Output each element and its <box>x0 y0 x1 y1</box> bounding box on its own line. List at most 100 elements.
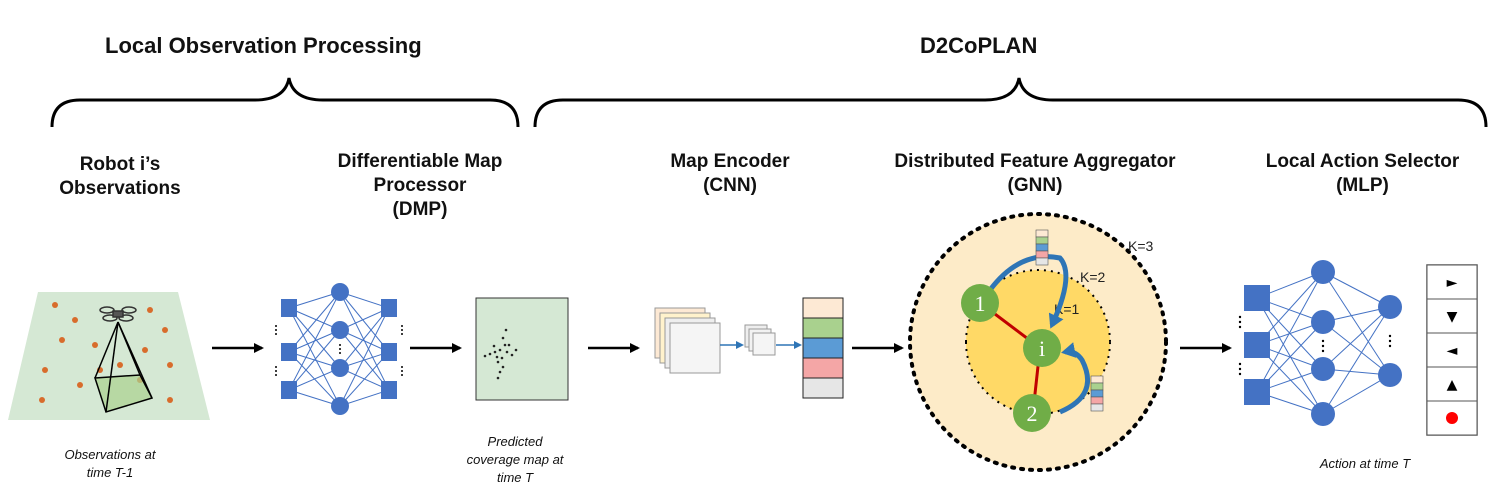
input-node <box>1244 379 1270 405</box>
caption-line: time T <box>496 470 534 485</box>
stage-title-line: (DMP) <box>392 199 448 220</box>
action-cell <box>1426 332 1478 368</box>
ellipsis-dot <box>1321 344 1325 348</box>
node-2 <box>1013 394 1051 432</box>
message-cell <box>1035 236 1049 245</box>
action-cell <box>1426 264 1478 300</box>
ellipsis-dot <box>401 370 403 372</box>
action-symbol: ◄ <box>1447 343 1458 359</box>
message-cell <box>1090 375 1104 384</box>
ellipsis-dot <box>275 374 277 376</box>
ellipsis-dot <box>401 366 403 368</box>
ellipsis-dot <box>1388 339 1392 343</box>
feature-cell <box>802 317 844 339</box>
ellipsis-dot <box>1238 372 1242 376</box>
message-arrow-1 <box>988 254 1069 329</box>
feature-vector <box>802 297 844 399</box>
message-vector-top <box>1035 229 1049 266</box>
ellipsis-dot <box>1321 349 1325 353</box>
output-node <box>1378 295 1402 319</box>
ellipsis-dot <box>1388 334 1392 338</box>
ellipsis-dot <box>401 333 403 335</box>
hidden-node <box>1311 357 1335 381</box>
ellipsis-dot <box>1238 362 1242 366</box>
action-cell <box>1426 366 1478 402</box>
hidden-node <box>331 359 349 377</box>
ellipsis-dot <box>1388 344 1392 348</box>
hidden-node <box>331 283 349 301</box>
input-node <box>1244 332 1270 358</box>
network-edge <box>1256 271 1324 393</box>
ellipsis-dot <box>1238 315 1242 319</box>
stage-title-line: Distributed Feature Aggregator <box>894 151 1176 172</box>
ellipsis-dot <box>275 333 277 335</box>
node-1 <box>961 284 999 322</box>
ellipsis-dot <box>401 325 403 327</box>
message-cell <box>1035 243 1049 252</box>
caption-line: Predicted <box>487 434 543 449</box>
caption-line: time T-1 <box>86 465 134 480</box>
message-cell <box>1090 403 1104 412</box>
hidden-node <box>1311 260 1335 284</box>
output-node <box>1378 363 1402 387</box>
drone-icon <box>99 306 137 322</box>
network-edge <box>1322 271 1391 376</box>
ellipsis-dot <box>339 344 341 346</box>
network-edge <box>1256 297 1324 415</box>
caption-line: Observations at <box>64 447 156 462</box>
hop-label-k3: K=3 <box>1128 238 1154 254</box>
stage-title-gnn: Distributed Feature Aggregator (GNN) <box>850 150 1220 198</box>
output-node <box>381 381 397 399</box>
input-node <box>1244 285 1270 311</box>
message-cell <box>1035 257 1049 266</box>
caption-coverage: Predicted coverage map at time T <box>440 433 590 487</box>
network-edge <box>1322 306 1391 370</box>
stage-title-line: Map Encoder <box>670 151 790 172</box>
network-edge <box>288 291 341 353</box>
caption-action: Action at time T <box>1290 455 1440 473</box>
stage-title-line: Observations <box>59 178 181 199</box>
action-selector: ►▼◄▲ <box>1426 264 1478 436</box>
ellipsis-dot <box>275 329 277 331</box>
gnn-aggregator: K=1 K=2 K=3 1 i 2 <box>908 212 1168 472</box>
network-edge <box>339 307 390 369</box>
stage-title-line: Processor <box>373 175 467 196</box>
section-title-d2coplan: D2CoPLAN <box>920 33 1038 58</box>
node-i-label: i <box>1039 336 1045 361</box>
hidden-node <box>1311 402 1335 426</box>
network-edge <box>288 307 341 369</box>
stage-title-line: (MLP) <box>1336 175 1389 196</box>
message-cell <box>1090 382 1104 391</box>
network-edge <box>1322 374 1391 415</box>
message-cell <box>1090 389 1104 398</box>
node-i <box>1023 329 1061 367</box>
input-node <box>281 381 297 399</box>
message-cell <box>1035 229 1049 238</box>
hidden-node <box>1311 310 1335 334</box>
network-edge <box>1322 306 1391 415</box>
network-edge <box>339 351 390 407</box>
input-node <box>281 343 297 361</box>
action-symbol: ▼ <box>1447 309 1458 325</box>
hidden-node <box>331 397 349 415</box>
ellipsis-dot <box>1238 325 1242 329</box>
node-2-label: 2 <box>1027 401 1038 426</box>
caption-observations: Observations at time T-1 <box>40 446 180 482</box>
message-cell <box>1035 250 1049 259</box>
hidden-node <box>331 321 349 339</box>
hop-label-k2: K=2 <box>1080 269 1106 285</box>
ellipsis-dot <box>339 348 341 350</box>
message-vector-right <box>1090 375 1104 412</box>
ellipsis-dot <box>401 329 403 331</box>
network-edge <box>288 291 341 391</box>
cnn-encoder <box>654 297 844 399</box>
caption-line: coverage map at <box>466 452 564 467</box>
stage-title-mlp: Local Action Selector (MLP) <box>1235 150 1490 198</box>
stage-title-line: (CNN) <box>703 175 757 196</box>
coverage-points <box>483 328 518 380</box>
coverage-map <box>475 297 569 401</box>
message-cell <box>1090 396 1104 405</box>
stage-title-line: (GNN) <box>1007 175 1063 196</box>
stage-title-dmp: Differentiable Map Processor (DMP) <box>290 150 550 222</box>
